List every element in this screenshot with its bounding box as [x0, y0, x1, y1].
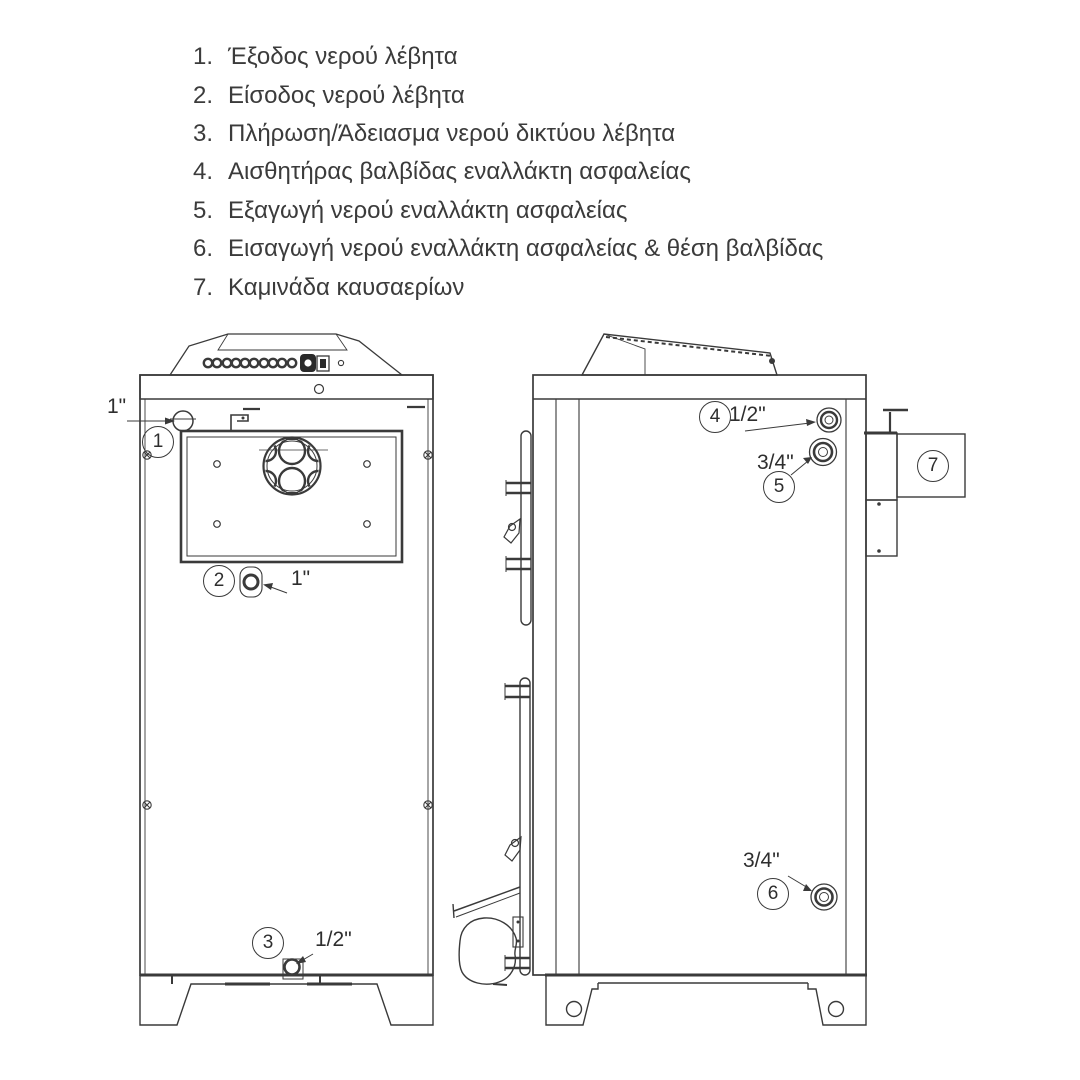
legend-item: 6. Εισαγωγή νερού εναλλάκτη ασφαλείας & …	[193, 230, 823, 268]
fitting-6	[787, 875, 838, 911]
callout-6-badge: 6	[757, 878, 789, 910]
lower-door-edge	[504, 677, 531, 976]
callout-3-badge: 3	[252, 927, 284, 959]
power-socket-icon	[300, 354, 345, 372]
side-base	[545, 973, 867, 1026]
front-base	[139, 973, 434, 1026]
callout-4-badge: 4	[699, 401, 731, 433]
fitting-3	[282, 953, 314, 980]
callout-7-badge: 7	[917, 450, 949, 482]
legend-item: 1. Έξοδος νερού λέβητα	[193, 38, 823, 76]
legend-item-number: 1.	[193, 43, 214, 71]
fitting-4	[744, 407, 842, 433]
legend-item: 3. Πλήρωση/Άδειασμα νερού δικτύου λέβητα	[193, 115, 823, 153]
legend-item: 4. Αισθητήρας βαλβίδας εναλλάκτη ασφαλεί…	[193, 153, 823, 191]
side-view	[452, 333, 966, 1026]
burner-fan-housing	[452, 886, 521, 986]
burner-door	[179, 429, 404, 564]
size-label-1: 1"	[107, 395, 127, 418]
legend-item-number: 6.	[193, 235, 214, 263]
legend-item-label: Εισαγωγή νερού εναλλάκτη ασφαλείας & θέσ…	[228, 235, 824, 263]
fitting-5	[790, 437, 838, 476]
callout-2-badge: 2	[203, 565, 235, 597]
legend-item: 5. Εξαγωγή νερού εναλλάκτη ασφαλείας	[193, 192, 823, 230]
legend-item-number: 4.	[193, 158, 214, 186]
legend-item-label: Πλήρωση/Άδειασμα νερού δικτύου λέβητα	[228, 119, 676, 147]
fitting-1	[127, 410, 196, 432]
legend-item-number: 7.	[193, 273, 214, 301]
screw-icon	[142, 450, 433, 810]
size-label-3: 1/2"	[315, 928, 352, 951]
callout-1-badge: 1	[142, 426, 174, 458]
legend-item: 2. Είσοδος νερού λέβητα	[193, 76, 823, 114]
legend-item-label: Είσοδος νερού λέβητα	[228, 81, 465, 109]
callout-5-badge: 5	[763, 471, 795, 503]
legend-item-label: Έξοδος νερού λέβητα	[228, 43, 458, 71]
legend: 1. Έξοδος νερού λέβητα 2. Είσοδος νερού …	[193, 38, 823, 307]
legend-item-label: Καμινάδα καυσαερίων	[228, 273, 465, 301]
legend-item-label: Αισθητήρας βαλβίδας εναλλάκτη ασφαλείας	[228, 158, 691, 186]
panel-buttons	[202, 357, 298, 369]
burner-flange	[259, 436, 328, 496]
legend-item-number: 5.	[193, 196, 214, 224]
fitting-2	[239, 566, 288, 598]
size-label-4: 1/2"	[729, 403, 766, 426]
size-label-2: 1"	[291, 567, 311, 590]
upper-door-edge	[503, 430, 532, 626]
size-label-5: 3/4"	[757, 451, 794, 474]
legend-item-number: 3.	[193, 119, 214, 147]
legend-item-number: 2.	[193, 81, 214, 109]
front-view	[127, 333, 434, 1026]
size-label-6: 3/4"	[743, 849, 780, 872]
chimney-outlet	[864, 408, 966, 557]
legend-item: 7. Καμινάδα καυσαερίων	[193, 268, 823, 306]
legend-item-label: Εξαγωγή νερού εναλλάκτη ασφαλείας	[228, 196, 628, 224]
